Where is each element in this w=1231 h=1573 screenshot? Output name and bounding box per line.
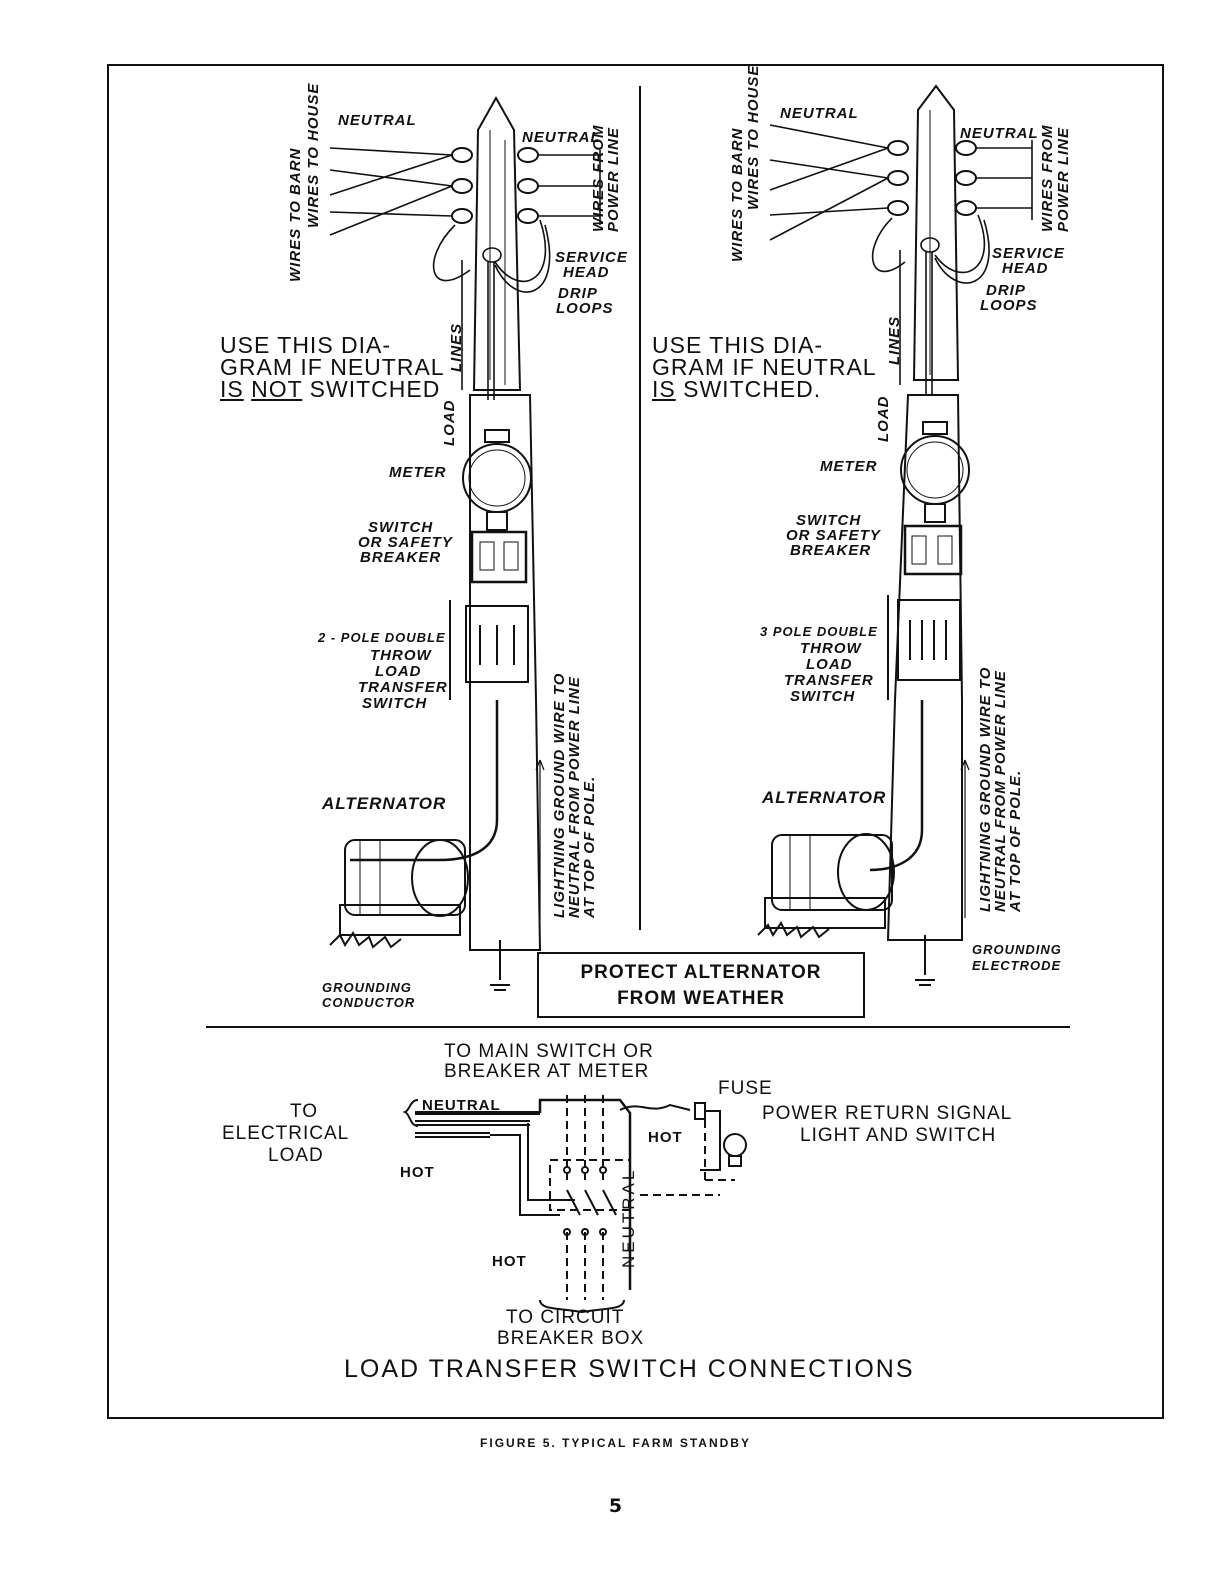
left-switch-label-3: BREAKER <box>360 549 442 566</box>
right-lightning-label-1: LIGHTNING GROUND WIRE TO <box>977 666 994 912</box>
right-drip-loops <box>871 214 990 395</box>
right-electrode-label: ELECTRODE <box>972 958 1062 973</box>
right-meter-label: METER <box>820 458 878 475</box>
left-switch-label-1: SWITCH <box>368 519 434 536</box>
right-transfer-switch-label-5: SWITCH <box>790 688 856 705</box>
hot-wire-label-left: HOT <box>400 1164 435 1181</box>
right-alternator-label: ALTERNATOR <box>762 788 887 807</box>
left-meter-label: METER <box>389 464 447 481</box>
protect-line-1: PROTECT ALTERNATOR <box>580 962 822 983</box>
left-transfer-switch-label-2: THROW <box>370 647 432 664</box>
left-head-label: HEAD <box>563 264 610 281</box>
left-load-label: LOAD <box>441 399 458 447</box>
left-lightning-label-3: AT TOP OF POLE. <box>581 775 598 918</box>
fuse-label: FUSE <box>718 1078 773 1099</box>
to-main-switch-label-2: BREAKER AT METER <box>444 1061 650 1082</box>
left-transfer-switch-label-5: SWITCH <box>362 695 428 712</box>
left-transfer-switch-label-3: LOAD <box>375 663 422 680</box>
left-pole <box>469 95 542 951</box>
right-transfer-switch-label-3: LOAD <box>806 656 853 673</box>
neutral-vertical-label: NEUTRAL <box>619 1167 638 1268</box>
to-electrical-load-label-3: LOAD <box>268 1145 324 1166</box>
left-alternator-label: ALTERNATOR <box>322 794 447 813</box>
right-pole <box>886 84 963 941</box>
left-loops-label: LOOPS <box>556 300 614 317</box>
left-insulators <box>451 147 539 224</box>
left-conductor-label: CONDUCTOR <box>322 995 416 1010</box>
transfer-schematic <box>402 1095 747 1314</box>
left-lines-label: LINES <box>448 322 465 372</box>
left-neutral-right-label: NEUTRAL <box>522 129 601 146</box>
neutral-wire-label: NEUTRAL <box>422 1097 501 1114</box>
power-return-label-2: LIGHT AND SWITCH <box>800 1125 997 1146</box>
right-lightning-label-3: AT TOP OF POLE. <box>1007 769 1024 912</box>
right-ground-wire <box>869 700 970 918</box>
right-neutral-top-label: NEUTRAL <box>780 105 859 122</box>
left-instruction-line2: GRAM IF NEUTRAL <box>220 354 445 380</box>
to-circuit-breaker-label-1: TO CIRCUIT <box>506 1307 625 1328</box>
to-electrical-load-label-2: ELECTRICAL <box>222 1123 350 1144</box>
left-wires-to-barn-label: WIRES TO BARN <box>287 147 304 282</box>
left-lightning-label-1: LIGHTNING GROUND WIRE TO <box>551 672 568 918</box>
to-electrical-load-label-1: TO <box>290 1101 319 1122</box>
left-wires-from-label: WIRES FROM <box>590 124 607 233</box>
to-circuit-breaker-label-2: BREAKER BOX <box>497 1328 645 1349</box>
right-lines-label: LINES <box>886 315 903 365</box>
right-switch-label-3: BREAKER <box>790 542 872 559</box>
right-meter <box>887 421 970 700</box>
right-transfer-switch-label-4: TRANSFER <box>784 672 874 689</box>
right-lightning-label-2: NEUTRAL FROM POWER LINE <box>992 670 1009 912</box>
left-lightning-label-2: NEUTRAL FROM POWER LINE <box>566 676 583 918</box>
right-service-label: SERVICE <box>992 245 1065 262</box>
page-number: 5 <box>608 1495 623 1517</box>
right-load-label: LOAD <box>875 395 892 443</box>
right-wires-from-label: WIRES FROM <box>1039 124 1056 233</box>
right-neutral-right-label: NEUTRAL <box>960 125 1039 142</box>
right-head-label: HEAD <box>1002 260 1049 277</box>
right-wires-to-barn-label: WIRES TO BARN <box>729 127 746 262</box>
right-power-line-label: POWER LINE <box>1055 126 1072 232</box>
right-switch-label-1: SWITCH <box>796 512 862 529</box>
left-neutral-top-label: NEUTRAL <box>338 112 417 129</box>
right-transfer-switch-label-2: THROW <box>800 640 862 657</box>
left-drip-loops <box>432 219 551 400</box>
right-instruction-line2: GRAM IF NEUTRAL <box>652 354 877 380</box>
right-instruction-line3: IS SWITCHED. <box>652 376 822 402</box>
hot-wire-label-bottom: HOT <box>492 1253 527 1270</box>
left-drip-label: DRIP <box>558 285 598 302</box>
right-transfer-switch-label-1: 3 POLE DOUBLE <box>760 624 878 639</box>
left-instruction-line3: IS NOT SWITCHED <box>220 376 441 402</box>
right-insulators <box>887 140 977 216</box>
right-lines <box>769 124 1033 241</box>
protect-line-2: FROM WEATHER <box>617 988 785 1009</box>
left-transfer-switch-label-4: TRANSFER <box>358 679 448 696</box>
left-power-line-label: POWER LINE <box>605 126 622 232</box>
right-wires-to-house-label: WIRES TO HOUSE <box>745 64 762 210</box>
left-wires-to-house-label: WIRES TO HOUSE <box>305 82 322 228</box>
right-loops-label: LOOPS <box>980 297 1038 314</box>
figure-caption: FIGURE 5. TYPICAL FARM STANDBY <box>480 1436 751 1450</box>
hot-wire-label-right: HOT <box>648 1129 683 1146</box>
left-instruction-line1: USE THIS DIA- <box>220 332 392 358</box>
right-grounding-label: GROUNDING <box>972 942 1062 957</box>
left-lines <box>329 147 601 236</box>
left-alternator <box>329 839 510 991</box>
right-instruction-line1: USE THIS DIA- <box>652 332 824 358</box>
left-ground-wire <box>350 700 545 920</box>
right-alternator <box>757 833 935 986</box>
left-switch-label-2: OR SAFETY <box>358 534 453 551</box>
left-meter <box>449 429 532 700</box>
protect-alternator-note: PROTECT ALTERNATOR FROM WEATHER <box>537 952 865 1018</box>
power-return-label-1: POWER RETURN SIGNAL <box>762 1103 1013 1124</box>
left-transfer-switch-label-1: 2 - POLE DOUBLE <box>318 630 446 645</box>
figure-frame <box>107 64 1164 1419</box>
right-drip-label: DRIP <box>986 282 1026 299</box>
right-switch-label-2: OR SAFETY <box>786 527 881 544</box>
schematic-title: LOAD TRANSFER SWITCH CONNECTIONS <box>344 1355 915 1383</box>
left-service-label: SERVICE <box>555 249 628 266</box>
to-main-switch-label-1: TO MAIN SWITCH OR <box>444 1041 654 1062</box>
left-grounding-label: GROUNDING <box>322 980 412 995</box>
